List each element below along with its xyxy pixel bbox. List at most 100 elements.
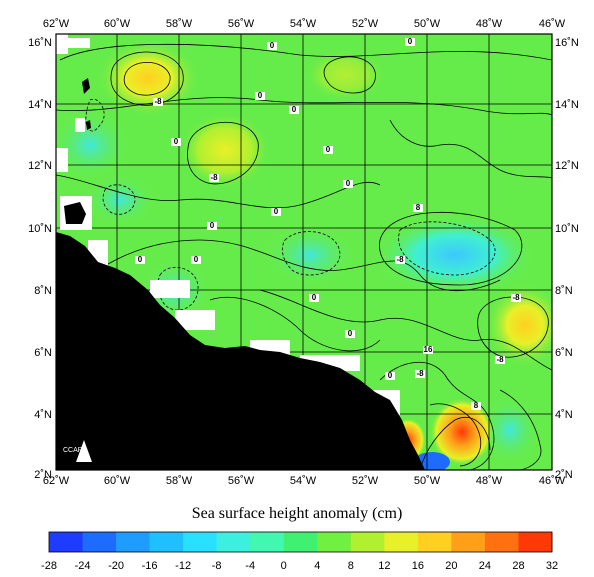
contour-label: 16 (424, 345, 433, 354)
contour-label-bg (267, 42, 277, 50)
lon-label: 60˚W (104, 475, 131, 487)
lat-label: 10˚N (555, 223, 579, 235)
colorbar-swatch (317, 532, 352, 552)
lat-label: 4˚N (34, 409, 52, 421)
colorbar-swatch (451, 532, 486, 552)
colorbar-tick-label: 20 (445, 560, 457, 572)
contour-label: -8 (496, 355, 504, 364)
contour-label: 0 (138, 255, 143, 264)
colorbar-tick-label: 0 (281, 560, 287, 572)
colorbar-tick-label: -12 (175, 560, 191, 572)
contour-label-bg (309, 294, 319, 302)
lat-label: 12˚N (28, 160, 52, 172)
colorbar (48, 531, 553, 553)
lat-labels-right: 16˚N14˚N12˚N10˚N8˚N6˚N4˚N2˚N (555, 37, 579, 481)
contour-label: -8 (396, 255, 404, 264)
lon-label: 52˚W (352, 18, 379, 30)
colorbar-tick-label: -8 (212, 560, 222, 572)
ccar-logo: CCAR (60, 432, 96, 466)
land-island (64, 202, 86, 224)
colorbar-tick-label: 16 (412, 560, 424, 572)
contour-label-bg (413, 204, 423, 212)
colorbar-swatch (384, 532, 419, 552)
contour-label: -8 (416, 369, 424, 378)
colorbar-swatch (518, 532, 553, 552)
lat-label: 8˚N (34, 285, 52, 297)
colorbar-frame (48, 531, 553, 553)
lon-label: 62˚W (43, 475, 70, 487)
contour-label-bg (171, 138, 181, 146)
contour-label-bg (343, 180, 353, 188)
colorbar-swatch (116, 532, 151, 552)
contour-label-bg (207, 222, 217, 230)
contour-label-bg (135, 256, 145, 264)
colorbar-tick-label: -16 (142, 560, 158, 572)
colorbar-tick-label: 4 (314, 560, 320, 572)
lat-label: 14˚N (555, 99, 579, 111)
contour-label: 0 (174, 137, 179, 146)
lat-label: 2˚N (34, 469, 52, 481)
contour-label: 0 (312, 293, 317, 302)
lat-label: 16˚N (28, 37, 52, 49)
lon-label: 56˚W (228, 475, 255, 487)
lon-label: 48˚W (476, 18, 503, 30)
land-island (82, 78, 90, 94)
lat-label: 16˚N (555, 37, 579, 49)
contour-label-bg (395, 256, 405, 264)
land-south-america (56, 232, 425, 470)
lat-label: 4˚N (555, 409, 573, 421)
contour-label-bg (423, 346, 433, 354)
high-anomaly-blob (180, 112, 270, 188)
map-title: Sea surface height anomaly (cm) (192, 505, 403, 522)
high-anomaly-blob (485, 283, 552, 367)
low-anomaly-blob (85, 175, 155, 225)
colorbar-swatch (350, 532, 385, 552)
contour-label: -8 (154, 97, 162, 106)
contour-lines (56, 43, 552, 470)
contour-label: 0 (194, 255, 199, 264)
contour-label: 0 (388, 371, 393, 380)
lon-label: 60˚W (104, 18, 131, 30)
lon-label: 46˚W (539, 475, 566, 487)
contour-label-bg (345, 330, 355, 338)
colorbar-swatch (216, 532, 251, 552)
ccar-logo-text: CCAR (63, 447, 83, 454)
colorbar-swatch (417, 532, 452, 552)
lat-label: 8˚N (555, 285, 573, 297)
colorbar-tick-label: 8 (348, 560, 354, 572)
contour-label-bg (495, 356, 505, 364)
land-island (86, 120, 91, 130)
colorbar-tick-label: 32 (546, 560, 558, 572)
contour-label: 0 (346, 179, 351, 188)
lat-label: 6˚N (555, 347, 573, 359)
contour-label-bg (511, 294, 521, 302)
contour-label: -8 (210, 173, 218, 182)
colorbar-tick-label: -20 (108, 560, 124, 572)
colorbar-swatch (149, 532, 184, 552)
colorbar-tick-label: -24 (75, 560, 91, 572)
lon-label: 58˚W (166, 475, 193, 487)
colorbar-tick-label: 24 (479, 560, 491, 572)
colorbar-swatch (250, 532, 285, 552)
colorbar-tick-label: -4 (245, 560, 255, 572)
contour-label: 0 (292, 105, 297, 114)
low-anomaly-blob (375, 215, 535, 295)
contour-label-bg (385, 372, 395, 380)
lon-label: 56˚W (228, 18, 255, 30)
contour-label: 8 (474, 401, 479, 410)
colorbar-tick-label: 12 (378, 560, 390, 572)
contour-label: 0 (274, 207, 279, 216)
contour-label: 8 (416, 203, 421, 212)
colorbar-swatch (283, 532, 318, 552)
lon-label: 50˚W (414, 18, 441, 30)
lon-label: 52˚W (352, 475, 379, 487)
low-anomaly-blob (265, 225, 355, 285)
colorbar-tick-label: 28 (512, 560, 524, 572)
contour-label-bg (323, 146, 333, 154)
lat-label: 2˚N (555, 469, 573, 481)
